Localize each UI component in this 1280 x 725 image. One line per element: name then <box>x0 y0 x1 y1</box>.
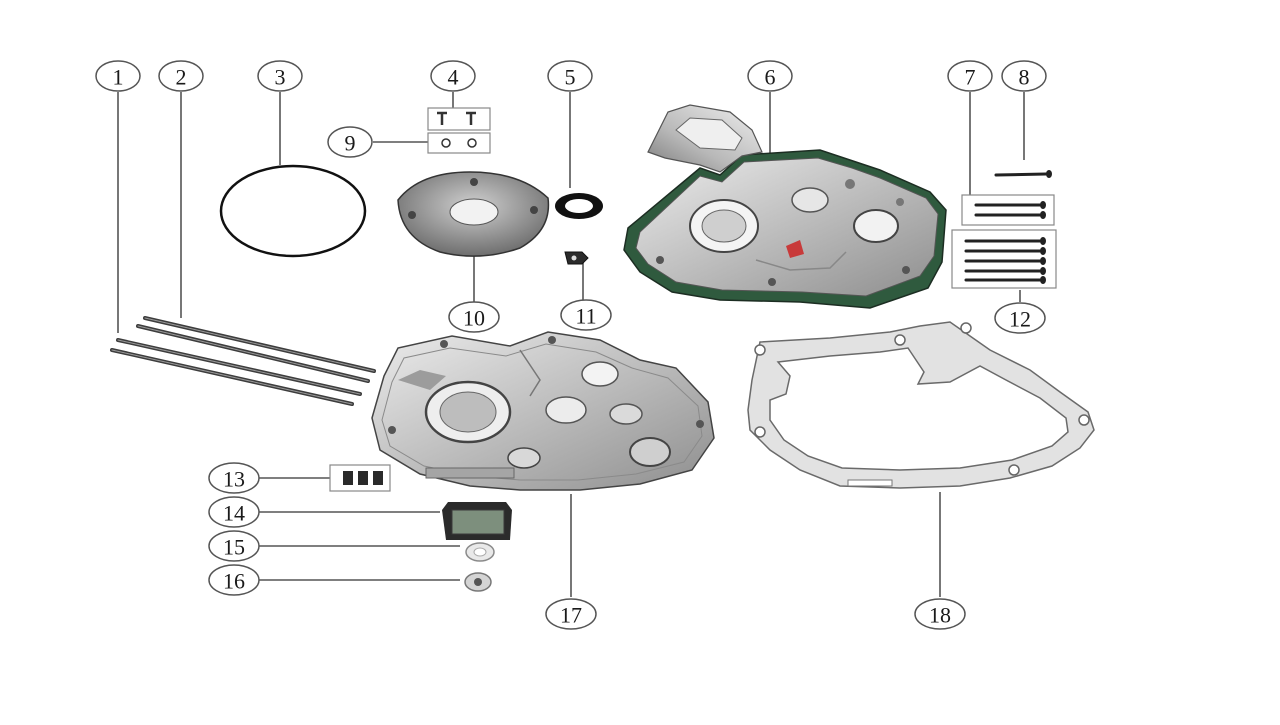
callout-4-circle <box>430 60 476 92</box>
callout-1-label: 1 <box>113 65 124 90</box>
part-7-bolts <box>961 194 1055 226</box>
part-12-bolts <box>951 229 1057 289</box>
part-11-clip <box>564 251 589 265</box>
callout-18-circle <box>914 598 966 630</box>
callout-9-circle <box>327 126 373 158</box>
part-6-right-crankcase <box>623 104 947 309</box>
callout-labels: 1 2 3 4 5 6 7 8 9 10 11 12 13 14 15 16 1… <box>113 65 1032 628</box>
callout-16-circle <box>208 564 260 596</box>
part-5-oil-seal <box>555 193 603 219</box>
leader-lines <box>117 92 1025 597</box>
part-8-bolt <box>994 170 1052 178</box>
callout-9-label: 9 <box>345 131 356 156</box>
callout-5-label: 5 <box>565 65 576 90</box>
part-1-studs <box>110 338 362 406</box>
callout-13-label: 13 <box>223 467 245 492</box>
callout-10-circle <box>448 301 500 333</box>
callout-12-circle <box>994 302 1046 334</box>
callout-16-label: 16 <box>223 569 245 594</box>
part-13-dowels <box>329 464 391 492</box>
callout-17-label: 17 <box>560 603 582 628</box>
part-4-screws <box>427 107 491 131</box>
callout-8-label: 8 <box>1019 65 1030 90</box>
callout-8-circle <box>1001 60 1047 92</box>
callout-3-label: 3 <box>275 65 286 90</box>
callout-15-circle <box>208 530 260 562</box>
callout-5-circle <box>547 60 593 92</box>
callout-11-label: 11 <box>575 304 596 329</box>
part-18-gasket <box>747 321 1095 489</box>
callout-6-label: 6 <box>765 65 776 90</box>
callout-2-circle <box>158 60 204 92</box>
callout-12-label: 12 <box>1009 307 1031 332</box>
callout-15-label: 15 <box>223 535 245 560</box>
part-16-drain-plug <box>464 572 492 592</box>
part-2-studs <box>136 316 376 383</box>
part-3-o-ring <box>219 164 367 258</box>
callout-7-circle <box>947 60 993 92</box>
part-10-bearing-plate <box>397 171 550 257</box>
part-9-washers <box>427 132 491 154</box>
callout-14-label: 14 <box>223 501 245 526</box>
part-14-oil-screen <box>442 502 512 540</box>
callout-13-circle <box>208 462 260 494</box>
callout-1-circle <box>95 60 141 92</box>
part-15-washer <box>465 542 495 562</box>
callout-17-circle <box>545 598 597 630</box>
callout-4-label: 4 <box>448 65 459 90</box>
callout-6-circle <box>747 60 793 92</box>
callout-14-circle <box>208 496 260 528</box>
callout-7-label: 7 <box>965 65 976 90</box>
callout-18-label: 18 <box>929 603 951 628</box>
callout-3-circle <box>257 60 303 92</box>
callout-2-label: 2 <box>176 65 187 90</box>
part-17-left-crankcase <box>371 331 715 491</box>
callout-11-circle <box>560 299 612 331</box>
callout-bubbles <box>95 60 1047 630</box>
callout-10-label: 10 <box>463 306 485 331</box>
